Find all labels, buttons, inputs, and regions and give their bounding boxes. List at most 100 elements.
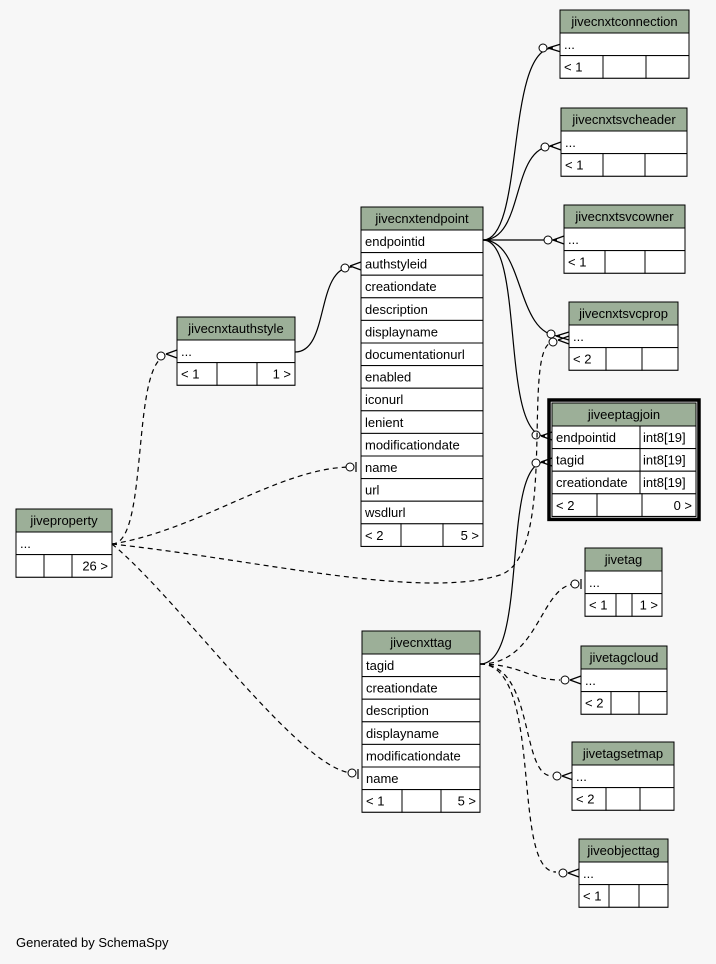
column-name: endpointid (556, 430, 616, 445)
column-name: name (365, 460, 398, 475)
footer-cell (604, 250, 646, 274)
table-jiveobjecttag[interactable]: jiveobjecttag...< 1 (578, 838, 669, 908)
table-jiveproperty[interactable]: jiveproperty...26 > (15, 508, 113, 578)
footer-cell (400, 523, 444, 547)
table-title: jivecnxtendpoint (374, 211, 469, 226)
column-name: iconurl (365, 392, 403, 407)
edge-endpoint-connection (482, 47, 554, 241)
footer-cell (638, 884, 669, 908)
column-cell (560, 130, 688, 155)
parents-count: < 2 (585, 696, 603, 711)
edge-property-cnxttag (111, 543, 353, 774)
column-name: authstyleid (365, 257, 427, 272)
edge-cnxttag-eptagjoin (479, 461, 546, 665)
column-name: ... (573, 329, 584, 344)
footer-cell (641, 493, 697, 517)
children-count: 0 > (674, 498, 692, 513)
parents-count: < 1 (589, 598, 607, 613)
table-title: jiveobjecttag (586, 843, 659, 858)
footer-cell (71, 554, 113, 578)
table-jivecnxtsvcowner[interactable]: jivecnxtsvcowner... < 1 (563, 204, 686, 274)
footer-cell (15, 554, 45, 578)
edge-endpoint-eptagjoin (482, 239, 546, 437)
column-name: enabled (365, 370, 411, 385)
table-jivetagcloud[interactable]: jivetagcloud... < 2 (580, 645, 668, 715)
column-name: ... (564, 37, 575, 52)
table-title: jivecnxtsvcheader (571, 112, 676, 127)
footer-cell (596, 493, 643, 517)
footer-cell (644, 153, 688, 177)
table-title: jivetag (604, 552, 643, 567)
footer-cell (631, 593, 663, 617)
table-title: jiveproperty (29, 513, 98, 528)
table-title: jivetagsetmap (582, 746, 663, 761)
footer-cell (645, 55, 690, 79)
column-name: modificationdate (366, 748, 461, 763)
column-cell (563, 227, 686, 252)
generated-by-footer: Generated by SchemaSpy (16, 935, 169, 950)
parents-count: < 2 (576, 792, 594, 807)
footer-cell (442, 523, 484, 547)
column-cell (571, 764, 675, 789)
parents-count: < 2 (556, 498, 574, 513)
footer-cell (615, 593, 633, 617)
parents-count: < 2 (365, 528, 383, 543)
children-count: 26 > (82, 559, 108, 574)
column-type: int8[19] (643, 475, 686, 490)
column-name: ... (576, 769, 587, 784)
column-name: creationdate (556, 475, 628, 490)
edge-property-svcprop (111, 341, 554, 584)
parents-count: < 1 (565, 158, 583, 173)
edge-endpoint-svcheader (482, 145, 554, 241)
column-name: modificationdate (365, 437, 460, 452)
table-jiveeptagjoin[interactable]: jiveeptagjoin endpointid int8[19] tagid int8… (547, 398, 701, 522)
column-name: documentationurl (365, 347, 465, 362)
table-jivetagsetmap[interactable]: jivetagsetmap... < 2 (571, 741, 675, 811)
tables-layer: jiveproperty...26 >jivecnxtauthstyle...<… (15, 9, 701, 908)
column-name: tagid (556, 453, 584, 468)
column-name: description (365, 302, 428, 317)
table-jivecnxtsvcheader[interactable]: jivecnxtsvcheader...< 1 (560, 107, 688, 177)
parents-count: < 1 (568, 255, 586, 270)
table-jivecnxtconnection[interactable]: jivecnxtconnection...< 1 (559, 9, 690, 79)
table-jivecnxtsvcprop[interactable]: jivecnxtsvcprop...< 2 (568, 301, 679, 371)
footer-cell (605, 787, 641, 811)
footer-cell (605, 347, 643, 371)
footer-cell (639, 787, 675, 811)
table-jivecnxtendpoint[interactable]: jivecnxtendpoint endpointid authstyleid cre… (360, 206, 484, 547)
column-name: name (366, 771, 399, 786)
footer-cell (602, 153, 646, 177)
edge-end-marker (538, 43, 548, 53)
table-title: jivetagcloud (589, 650, 659, 665)
column-name: ... (568, 232, 579, 247)
column-name: displayname (365, 324, 438, 339)
column-name: wsdlurl (364, 505, 406, 520)
table-title: jivecnxtsvcowner (574, 209, 674, 224)
children-count: 1 > (273, 367, 291, 382)
table-title: jivecnxttag (389, 635, 451, 650)
column-type: int8[19] (643, 453, 686, 468)
table-title: jiveeptagjoin (587, 407, 660, 422)
footer-cell (440, 789, 481, 813)
table-jivecnxttag[interactable]: jivecnxttagtagidcreationdatedescriptiond… (361, 630, 481, 813)
column-cell (176, 339, 296, 364)
footer-cell (638, 691, 668, 715)
column-name: creationdate (365, 279, 437, 294)
column-name: tagid (366, 658, 394, 673)
column-name: ... (585, 673, 596, 688)
footer-cell (43, 554, 73, 578)
edge-cnxttag-jivetag (479, 583, 577, 665)
column-name: endpointid (365, 234, 425, 249)
column-name: ... (583, 866, 594, 881)
edge-property-authstyle (111, 355, 169, 545)
footer-cell (608, 884, 640, 908)
footer-cell (644, 250, 686, 274)
edge-cnxttag-objecttag (479, 663, 557, 873)
column-name: creationdate (366, 681, 438, 696)
column-type: int8[19] (643, 430, 686, 445)
footer-cell (216, 362, 258, 386)
column-name: lenient (365, 415, 404, 430)
